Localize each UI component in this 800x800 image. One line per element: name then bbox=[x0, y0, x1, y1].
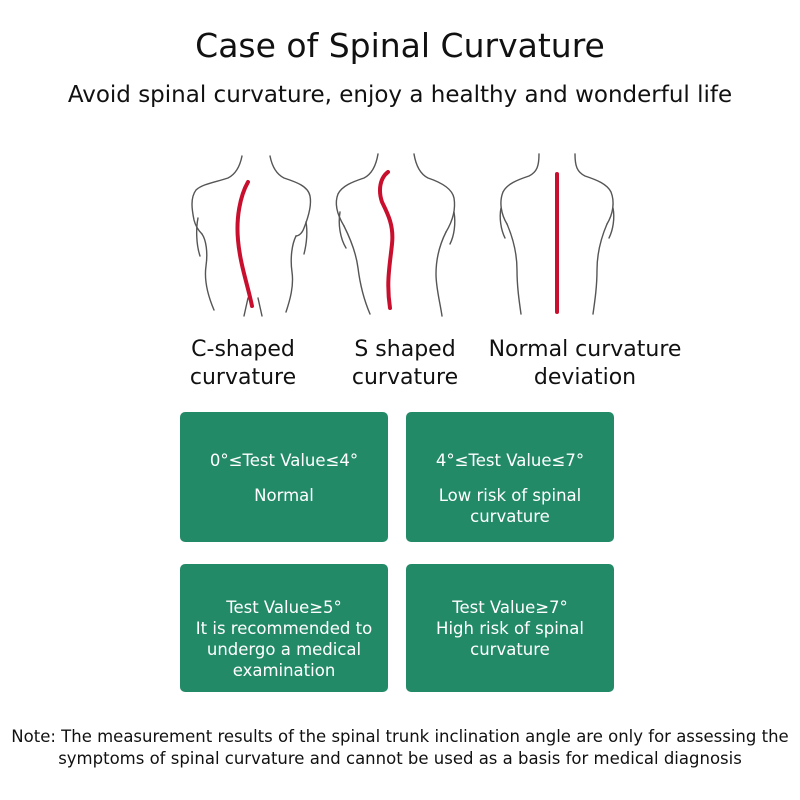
range-description: Normal bbox=[254, 486, 314, 505]
range-label: Test Value≥5° bbox=[226, 598, 342, 617]
page-title: Case of Spinal Curvature bbox=[195, 26, 605, 65]
range-description: High risk of spinal curvature bbox=[436, 619, 584, 659]
range-box-high-risk: Test Value≥7° High risk of spinal curvat… bbox=[406, 564, 614, 692]
caption-normal: Normal curvature deviation bbox=[470, 336, 700, 392]
caption-s-shaped: S shaped curvature bbox=[330, 336, 480, 392]
caption-line: Normal curvature bbox=[488, 337, 682, 362]
range-box-low-risk: 4°≤Test Value≤7° Low risk of spinal curv… bbox=[406, 412, 614, 542]
range-label: 0°≤Test Value≤4° bbox=[209, 451, 359, 470]
c-shaped-spine-figure-icon bbox=[178, 148, 318, 323]
range-box-examination: Test Value≥5° It is recommended to under… bbox=[180, 564, 388, 692]
caption-line: S shaped bbox=[354, 337, 456, 362]
caption-line: C-shaped bbox=[191, 337, 295, 362]
s-shaped-spine-figure-icon bbox=[330, 148, 470, 323]
range-description: It is recommended to undergo a medical e… bbox=[195, 619, 373, 680]
caption-line: deviation bbox=[533, 365, 637, 390]
page-subtitle: Avoid spinal curvature, enjoy a healthy … bbox=[67, 82, 733, 108]
range-label: Test Value≥7° bbox=[452, 598, 568, 617]
normal-spine-figure-icon bbox=[487, 148, 627, 323]
caption-line: curvature bbox=[189, 365, 297, 390]
range-description: Low risk of spinal curvature bbox=[438, 486, 582, 526]
disclaimer-note: Note: The measurement results of the spi… bbox=[11, 727, 789, 768]
range-label: 4°≤Test Value≤7° bbox=[435, 451, 585, 470]
caption-c-shaped: C-shaped curvature bbox=[168, 336, 318, 392]
caption-line: curvature bbox=[351, 365, 459, 390]
range-box-normal: 0°≤Test Value≤4° Normal bbox=[180, 412, 388, 542]
